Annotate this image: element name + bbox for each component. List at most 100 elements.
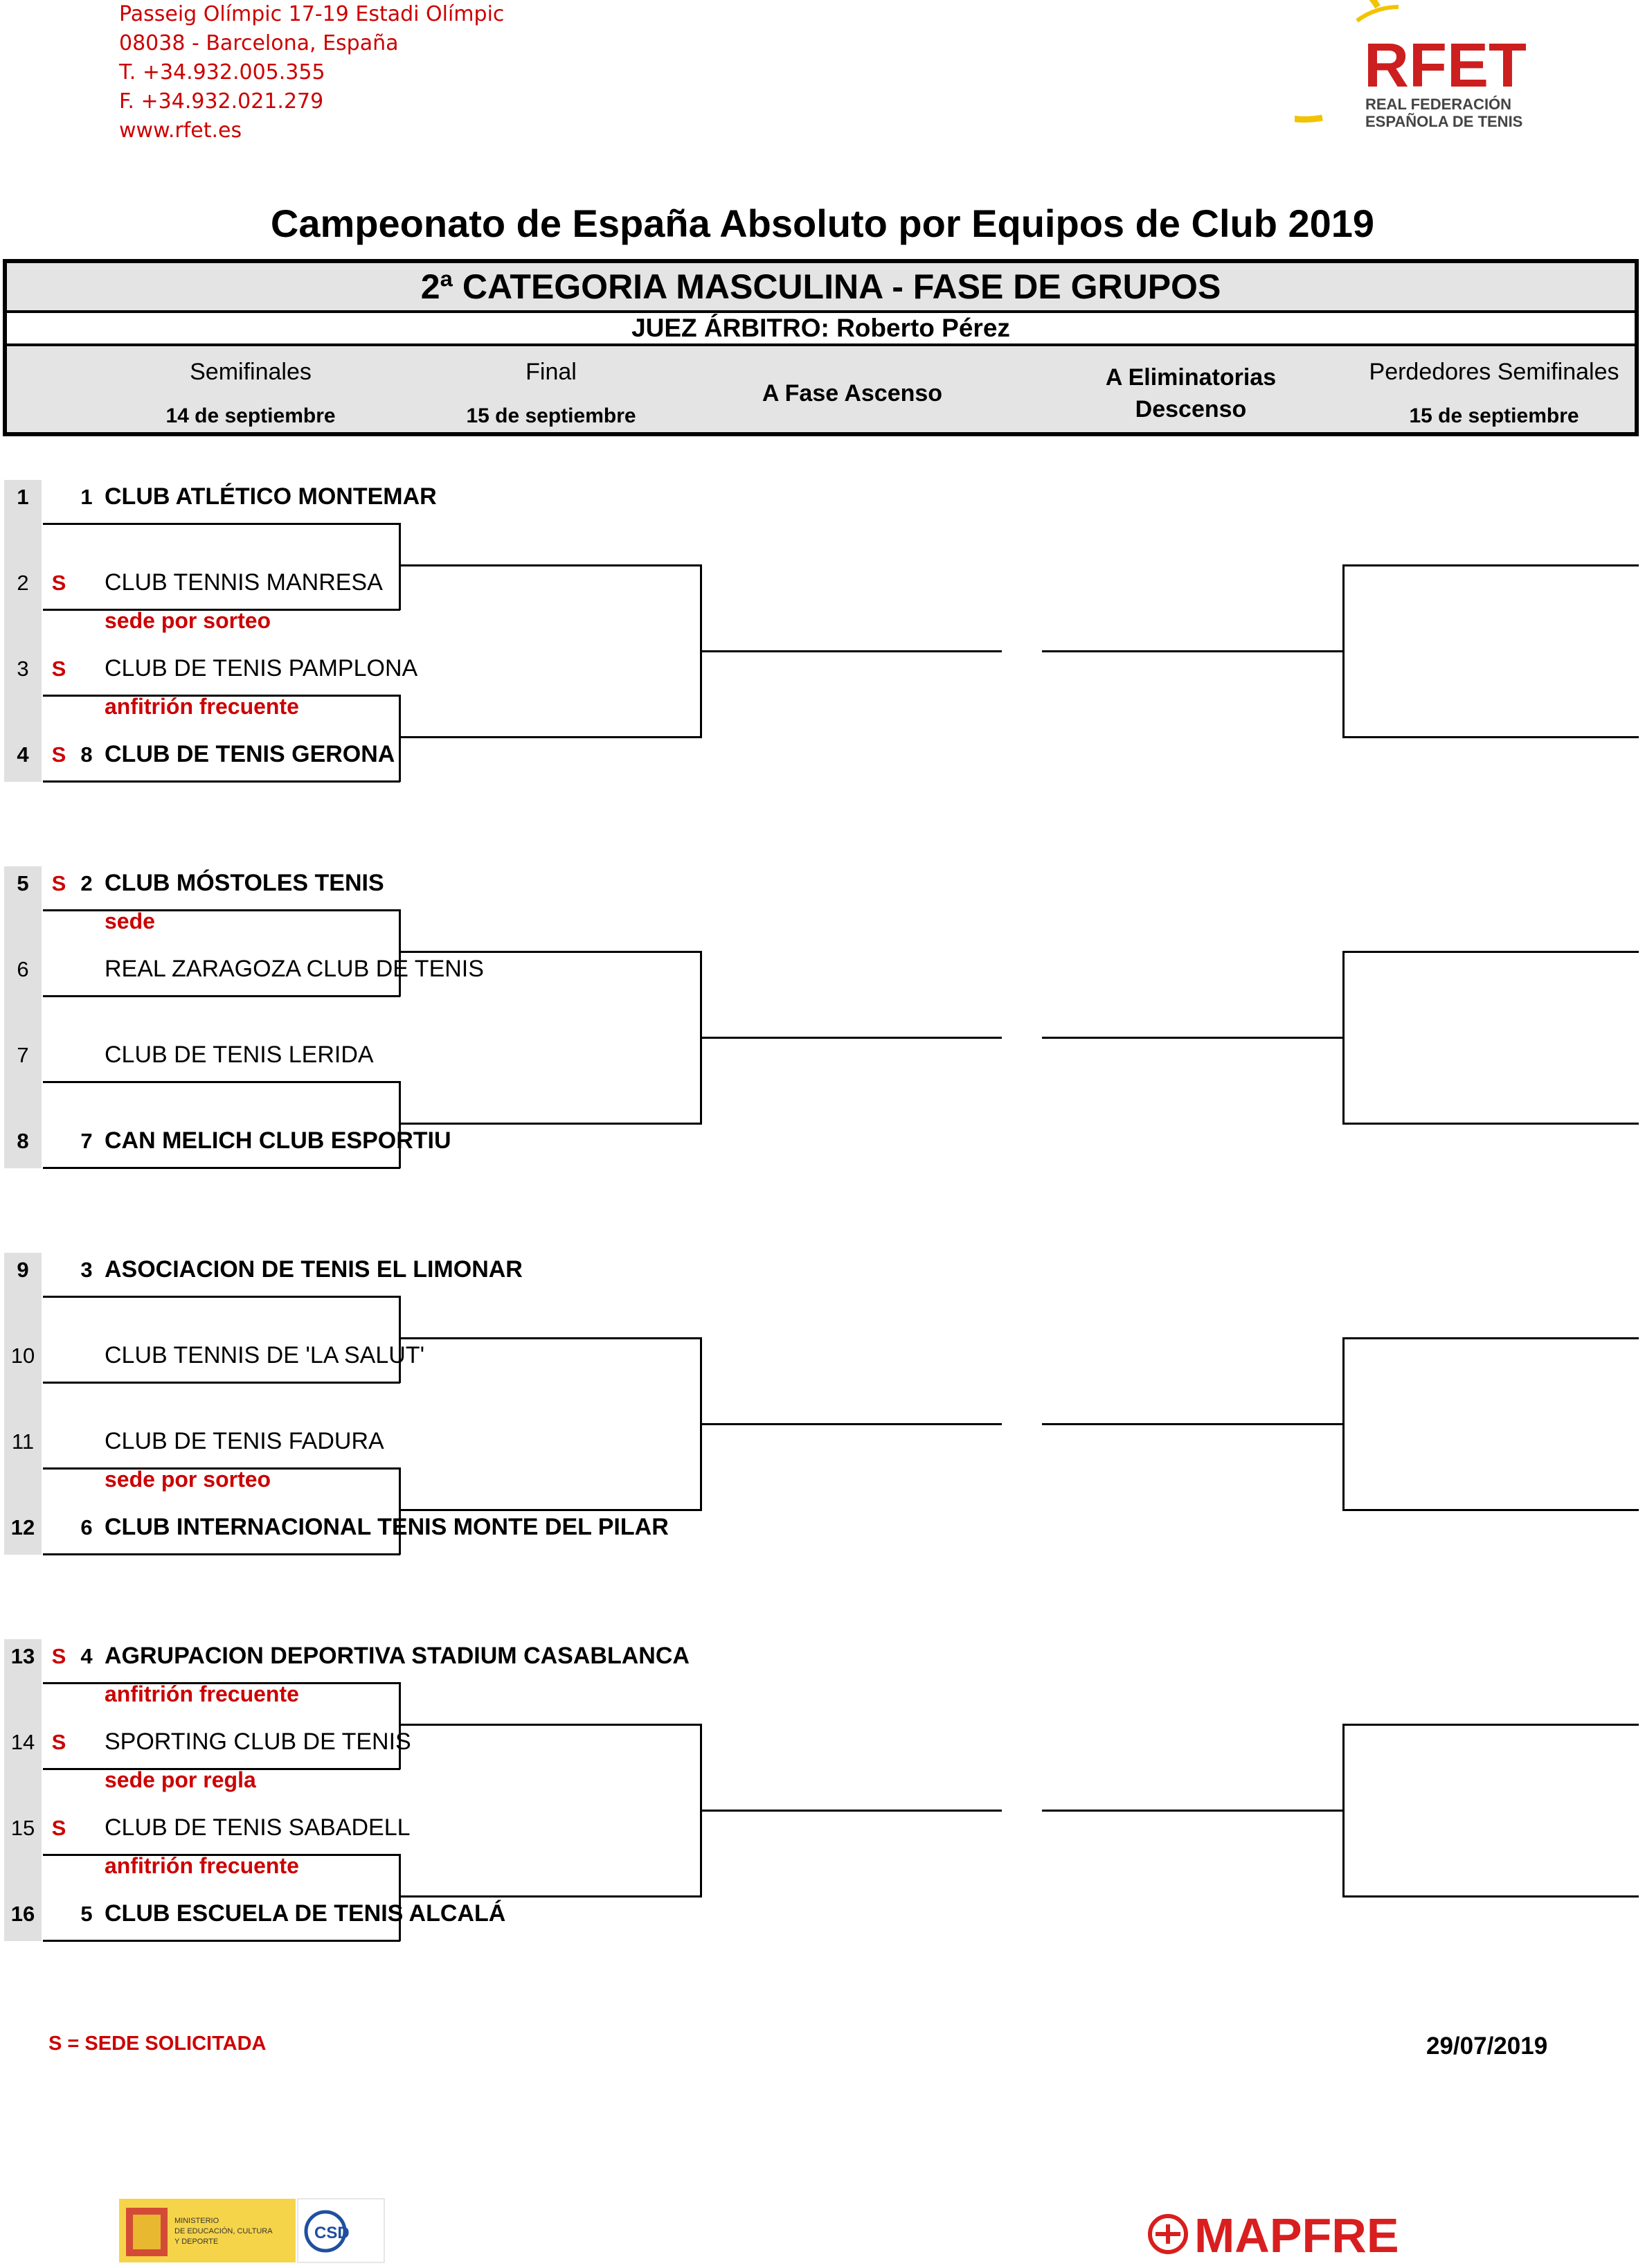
seed-number: 7 (80, 1129, 93, 1153)
team-note: anfitrión frecuente (105, 694, 299, 719)
row-number: 7 (17, 1043, 29, 1067)
elim-label-2: Descenso (1135, 396, 1247, 422)
semi-winner-line (399, 1724, 702, 1726)
document-date: 29/07/2019 (1426, 2033, 1548, 2060)
address-line-2: 08038 - Barcelona, España (119, 31, 399, 55)
seed-column-bg (4, 866, 42, 1168)
semi-bracket-vertical (399, 1682, 401, 1769)
phone: T. +34.932.005.355 (119, 60, 325, 84)
semi-winner-line (399, 736, 702, 738)
perdedores-date: 15 de septiembre (1409, 404, 1579, 427)
ascenso-line (700, 1810, 1002, 1812)
team-name: ASOCIACION DE TENIS EL LIMONAR (105, 1256, 523, 1283)
team-underline (43, 995, 400, 997)
team-name: CLUB INTERNACIONAL TENIS MONTE DEL PILAR (105, 1514, 669, 1540)
perdedores-line-top (1342, 564, 1639, 566)
final-date: 15 de septiembre (466, 404, 636, 427)
perdedores-line-bottom (1342, 1509, 1639, 1511)
ascenso-line (700, 650, 1002, 652)
semi-winner-line (399, 1895, 702, 1898)
team-note: anfitrión frecuente (105, 1853, 299, 1878)
team-underline (43, 1940, 400, 1942)
team-name: CLUB ATLÉTICO MONTEMAR (105, 483, 437, 510)
team-underline (43, 780, 400, 783)
team-underline (43, 1382, 400, 1384)
semi-bracket-vertical (399, 1296, 401, 1383)
svg-text:CSD: CSD (314, 2224, 350, 2242)
semis-label: Semifinales (190, 359, 312, 385)
semi-winner-line (399, 1337, 702, 1339)
rfet-logo-graphic: RFET REAL FEDERACIÓN ESPAÑOLA DE TENIS (1219, 0, 1527, 130)
perdedores-line-top (1342, 1337, 1639, 1339)
row-number: 2 (17, 571, 29, 595)
address-block: Passeig Olímpic 17-19 Estadi Olímpic 080… (119, 0, 504, 145)
mapfre-logo-graphic: MAPFRE (1148, 2208, 1399, 2262)
perdedores-line-bottom (1342, 736, 1639, 738)
team-name: CAN MELICH CLUB ESPORTIU (105, 1127, 451, 1154)
row-number: 3 (17, 657, 29, 681)
team-underline (43, 1081, 400, 1083)
rounds-header (7, 346, 1635, 432)
seed-number: 2 (80, 871, 93, 895)
seed-column-bg (4, 1639, 42, 1941)
row-number: 13 (10, 1644, 35, 1668)
website-link[interactable]: www.rfet.es (119, 118, 242, 143)
svg-text:MINISTERIO: MINISTERIO (174, 2217, 219, 2225)
row-number: 16 (10, 1902, 35, 1926)
team-underline (43, 1768, 400, 1770)
elim-label-1: A Eliminatorias (1105, 364, 1277, 391)
ministry-logo-graphic: MINISTERIO DE EDUCACIÓN, CULTURA Y DEPOR… (119, 2198, 385, 2263)
seed-number: 8 (80, 742, 93, 767)
team-name: REAL ZARAGOZA CLUB DE TENIS (105, 956, 484, 982)
team-note: sede por sorteo (105, 608, 271, 633)
perdedores-label: Perdedores Semifinales (1369, 359, 1619, 385)
semi-winner-line (399, 564, 702, 566)
seed-number: 6 (80, 1515, 93, 1539)
judge-line: JUEZ ÁRBITRO: Roberto Pérez (631, 314, 1010, 342)
semi-winner-line (399, 1509, 702, 1511)
semi-bracket-vertical (399, 1081, 401, 1168)
semi-bracket-vertical (399, 695, 401, 782)
row-number: 6 (17, 957, 29, 981)
perdedores-bracket-vertical (1342, 564, 1345, 738)
ascenso-line (700, 1037, 1002, 1039)
divider (7, 343, 1635, 346)
semi-bracket-vertical (399, 909, 401, 997)
header-box (3, 259, 1639, 436)
perdedores-bracket-vertical (1342, 1337, 1345, 1510)
sede-flag: S (51, 1644, 66, 1668)
perdedores-line-top (1342, 951, 1639, 953)
semi-winner-line (399, 1123, 702, 1125)
svg-text:ESPAÑOLA DE TENIS: ESPAÑOLA DE TENIS (1365, 113, 1522, 130)
team-note: sede por regla (105, 1767, 256, 1792)
team-name: CLUB ESCUELA DE TENIS ALCALÁ (105, 1900, 506, 1927)
sede-flag: S (51, 871, 66, 895)
svg-text:DE EDUCACIÓN, CULTURA: DE EDUCACIÓN, CULTURA (174, 2226, 273, 2235)
row-number: 9 (17, 1258, 29, 1282)
sede-flag: S (51, 571, 66, 595)
svg-text:Y DEPORTE: Y DEPORTE (174, 2238, 218, 2246)
sede-flag: S (51, 657, 66, 681)
descenso-line (1042, 650, 1344, 652)
perdedores-bracket-vertical (1342, 951, 1345, 1124)
svg-text:REAL FEDERACIÓN: REAL FEDERACIÓN (1365, 96, 1511, 113)
mapfre-logo: MAPFRE (1146, 2208, 1471, 2262)
svg-text:MAPFRE: MAPFRE (1194, 2209, 1399, 2258)
row-number: 15 (10, 1816, 35, 1840)
page-title: Campeonato de España Absoluto por Equipo… (270, 202, 1375, 245)
fax: F. +34.932.021.279 (119, 89, 324, 114)
team-name: CLUB TENNIS MANRESA (105, 569, 383, 596)
row-number: 1 (17, 485, 29, 509)
row-number: 8 (17, 1129, 29, 1153)
semi-bracket-vertical (399, 1467, 401, 1555)
perdedores-line-bottom (1342, 1123, 1639, 1125)
legend: S = SEDE SOLICITADA (48, 2033, 267, 2055)
team-underline (43, 1467, 400, 1470)
team-name: CLUB DE TENIS PAMPLONA (105, 655, 418, 681)
team-name: CLUB DE TENIS SABADELL (105, 1814, 411, 1841)
semi-bracket-vertical (399, 1854, 401, 1941)
sede-flag: S (51, 1730, 66, 1754)
semi-winner-line (399, 951, 702, 953)
rfet-logo: RFET REAL FEDERACIÓN ESPAÑOLA DE TENIS (1219, 0, 1537, 132)
final-label: Final (525, 359, 577, 385)
